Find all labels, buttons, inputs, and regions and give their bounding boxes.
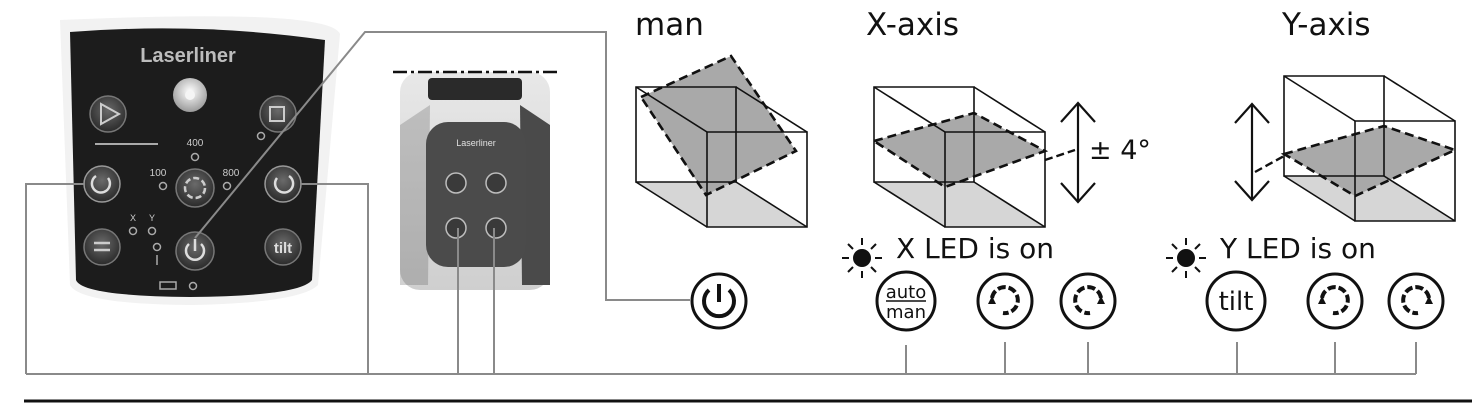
battery-icon	[159, 281, 177, 290]
led-x-status-text: X LED is on	[896, 232, 1054, 265]
remote-menu-button[interactable]	[83, 228, 121, 266]
led-label-y: Y	[149, 213, 155, 223]
tilt-button[interactable]: tilt	[1205, 270, 1267, 332]
led-y-status-text: Y LED is on	[1220, 232, 1376, 265]
cube-man	[635, 54, 808, 228]
mode-label-x-axis: X-axis	[866, 7, 959, 43]
tilt-button-label: tilt	[1219, 287, 1254, 317]
remote-speed-button[interactable]	[175, 168, 215, 208]
remote-control: Laserliner 400 100 800	[60, 16, 340, 306]
auto-man-bottom-label: man	[886, 302, 926, 323]
device-brand-logo: Laserliner	[456, 138, 496, 148]
rotate-left-button-x[interactable]	[976, 272, 1034, 330]
auto-man-top-label: auto	[886, 282, 927, 303]
rotate-right-button-x[interactable]	[1059, 272, 1117, 330]
remote-point-button[interactable]	[259, 95, 297, 133]
remote-tilt-button[interactable]: tilt	[264, 228, 302, 266]
remote-rotate-right-button[interactable]	[264, 165, 302, 203]
y-tilt-arrow	[1234, 102, 1270, 202]
remote-scan-button[interactable]	[89, 95, 127, 133]
connector-lines	[25, 31, 1417, 375]
cube-y-axis	[1234, 75, 1459, 222]
mode-label-man: man	[635, 7, 704, 43]
led-x-indicator	[128, 226, 138, 236]
speed-label-800: 800	[223, 168, 240, 179]
laser-receiver-device: Laserliner	[393, 70, 557, 290]
speed-label-100: 100	[150, 168, 167, 179]
led-y-indicator	[147, 226, 157, 236]
mode-label-y-axis: Y-axis	[1282, 7, 1371, 43]
x-tilt-range-label: ± 4°	[1089, 135, 1151, 166]
remote-tilt-label: tilt	[274, 240, 292, 257]
led-y-on-icon	[1166, 238, 1206, 278]
auto-man-button[interactable]: auto man	[875, 270, 937, 332]
cube-x-axis	[870, 86, 1096, 228]
led-x-on-icon	[842, 238, 882, 278]
rotate-right-button-y[interactable]	[1387, 272, 1445, 330]
remote-brand-logo: Laserliner	[140, 45, 236, 67]
speed-label-400: 400	[187, 138, 204, 149]
x-tilt-arrow	[1060, 101, 1096, 204]
led-label-x: X	[130, 213, 136, 223]
rotate-left-button-y[interactable]	[1306, 272, 1364, 330]
remote-power-button[interactable]	[175, 231, 215, 271]
remote-rotate-left-button[interactable]	[83, 165, 121, 203]
power-button[interactable]	[690, 272, 748, 330]
